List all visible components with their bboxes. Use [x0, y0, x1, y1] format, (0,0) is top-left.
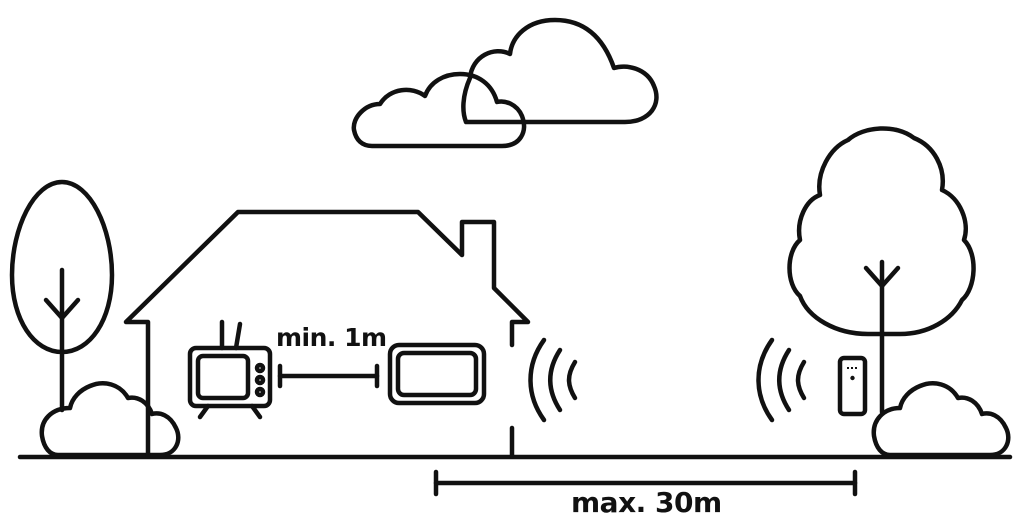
- bush-icon-right: [871, 381, 1011, 458]
- display-station-icon: [387, 342, 487, 406]
- bush-icon-left: [39, 381, 181, 458]
- tree-icon-right: [787, 126, 976, 415]
- max-distance-bracket: [433, 469, 858, 497]
- min-distance-label: min. 1m: [276, 323, 387, 352]
- tv-icon: [187, 319, 273, 420]
- wireless-signal-icon-sensor: [756, 337, 807, 423]
- wireless-signal-icon-house: [528, 337, 578, 423]
- house-icon: [123, 209, 531, 459]
- max-distance-label: max. 30m: [571, 486, 722, 519]
- cloud-icon-left: [351, 71, 527, 149]
- tree-icon-left: [9, 179, 115, 413]
- outdoor-sensor-icon: [837, 355, 868, 417]
- cloud-icon-right: [461, 17, 659, 125]
- min-distance-bracket: [277, 363, 380, 389]
